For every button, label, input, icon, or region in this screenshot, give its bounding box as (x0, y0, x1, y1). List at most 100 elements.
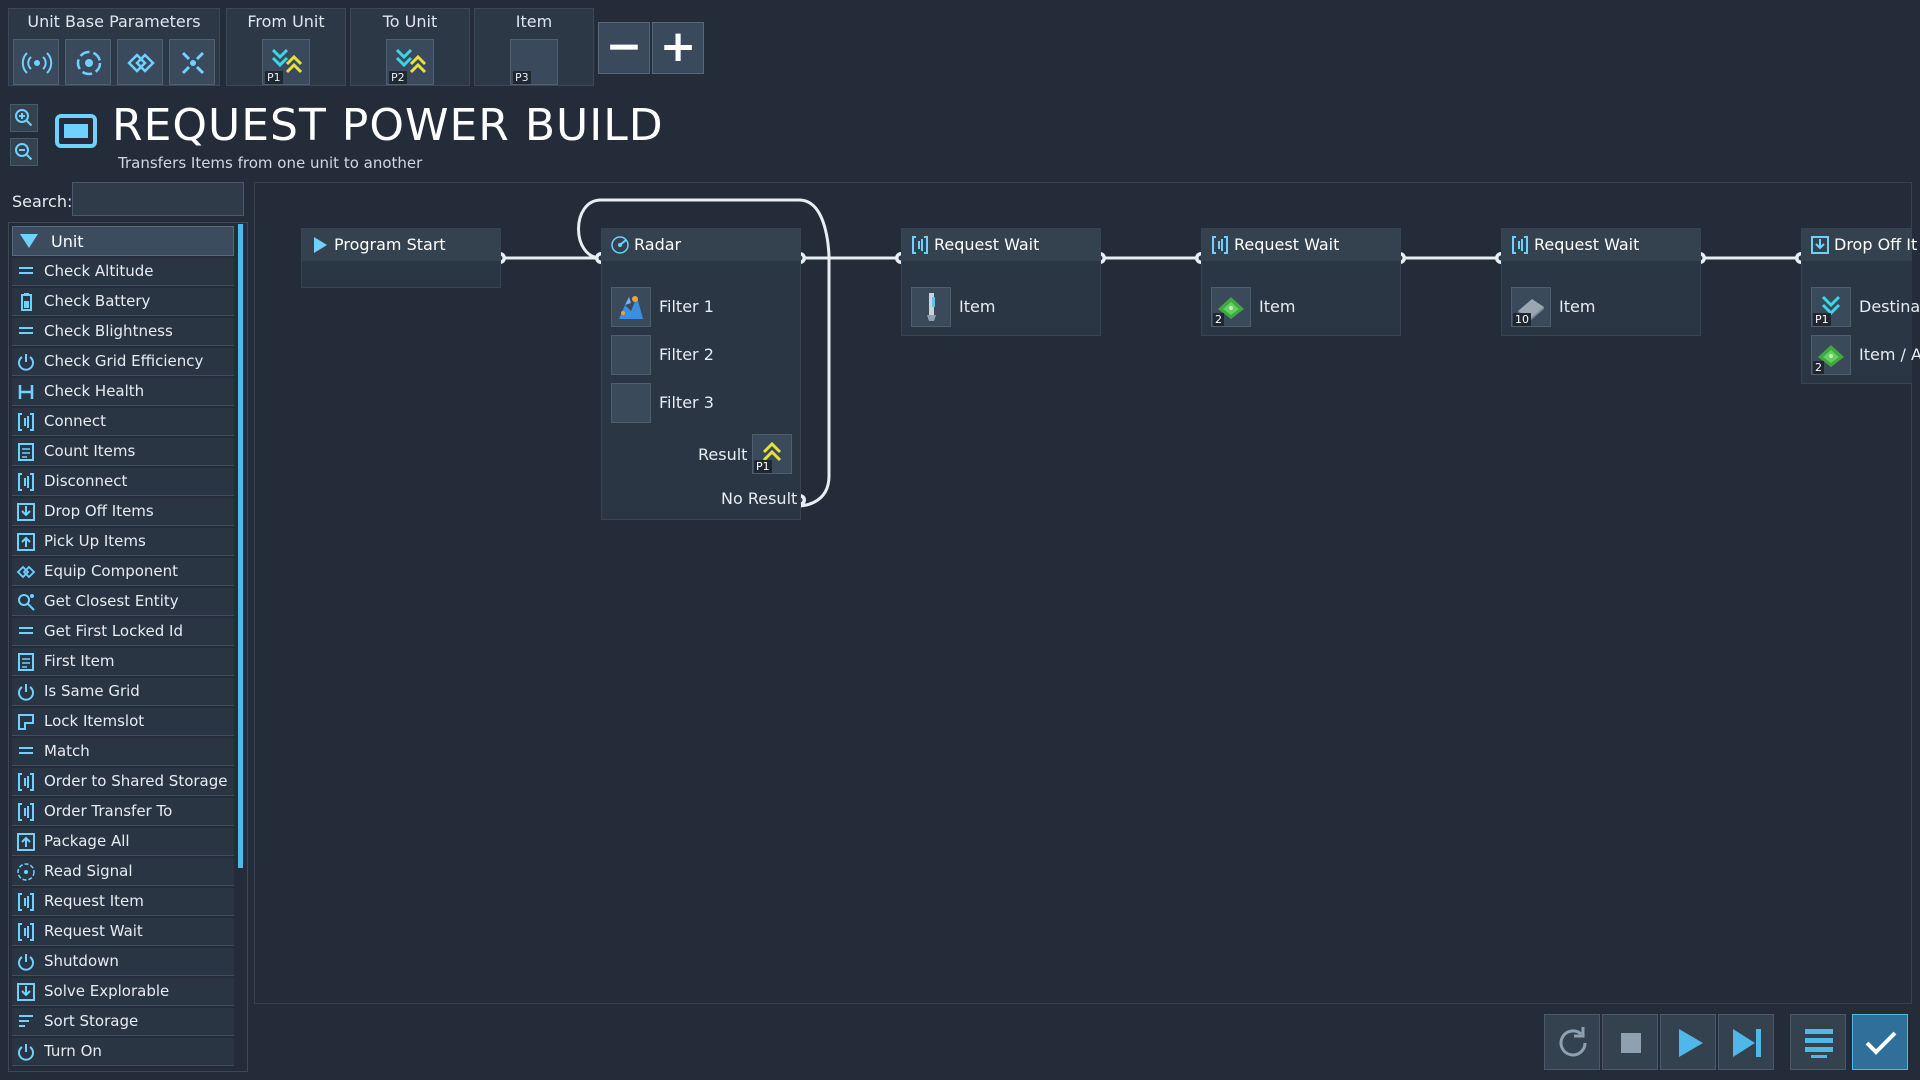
bracket-icon (18, 773, 34, 791)
sidebar-item[interactable]: Sort Storage (12, 1008, 234, 1036)
filter-2-slot[interactable] (611, 335, 651, 375)
equip-icon (16, 565, 36, 579)
node-title: Drop Off It (1834, 235, 1918, 254)
program-canvas[interactable] (254, 182, 1912, 1004)
drop-item-slot[interactable]: 2 (1811, 335, 1851, 375)
sidebar-item-label: Check Grid Efficiency (44, 352, 204, 370)
sidebar-item[interactable]: Lock Itemslot (12, 708, 234, 736)
filter-1-slot[interactable] (611, 287, 651, 327)
scan-param-button[interactable] (65, 39, 111, 85)
radar-icon (611, 236, 629, 254)
zoom-out-button[interactable] (10, 138, 38, 166)
add-parameter-button[interactable]: + (652, 22, 704, 74)
unit-chevrons-icon (395, 48, 427, 74)
from-unit-slot[interactable]: P1 (262, 39, 310, 85)
zoom-in-button[interactable] (10, 104, 38, 132)
sidebar-item-label: Check Blightness (44, 322, 173, 340)
link-param-button[interactable] (117, 39, 163, 85)
drop-item-label: Item / A (1859, 345, 1920, 364)
menu-button[interactable] (1790, 1014, 1846, 1070)
sidebar-item[interactable]: First Item (12, 648, 234, 676)
signal-icon (17, 863, 35, 881)
node-request-wait-1[interactable]: Request Wait Item (901, 228, 1101, 336)
sidebar-item[interactable]: Shutdown (12, 948, 234, 976)
node-program-start[interactable]: Program Start (301, 228, 501, 288)
drop-icon (17, 503, 35, 521)
item-slot[interactable]: P3 (510, 39, 558, 85)
sidebar-item[interactable]: Disconnect (12, 468, 234, 496)
node-request-wait-2[interactable]: Request Wait 2 Item (1201, 228, 1401, 336)
sidebar-item[interactable]: Order to Shared Storage (12, 768, 234, 796)
sidebar-item[interactable]: Turn On (12, 1038, 234, 1066)
sidebar-item[interactable]: Request Item (12, 888, 234, 916)
power-icon (18, 354, 34, 371)
sidebar-item[interactable]: Check Blightness (12, 318, 234, 346)
stop-icon (1621, 1033, 1641, 1053)
circuit-board-icon (1218, 297, 1244, 319)
filter-3-slot[interactable] (611, 383, 651, 423)
sidebar-item[interactable]: Check Battery (12, 288, 234, 316)
destination-slot[interactable]: P1 (1811, 287, 1851, 327)
sidebar-item-label: Drop Off Items (44, 502, 154, 520)
sidebar-item[interactable]: Is Same Grid (12, 678, 234, 706)
bracket-icon (1512, 236, 1528, 254)
entity-icon (18, 594, 35, 611)
sidebar-item[interactable]: Pick Up Items (12, 528, 234, 556)
blue-crystal-icon (619, 296, 643, 319)
filter-3-label: Filter 3 (659, 393, 714, 412)
sidebar-item[interactable]: Drop Off Items (12, 498, 234, 526)
signal-icon (21, 52, 53, 74)
sidebar-item-label: Get Closest Entity (44, 592, 179, 610)
item-slot-3[interactable]: 10 (1511, 287, 1551, 327)
sidebar-item[interactable]: Check Health (12, 378, 234, 406)
remove-parameter-button[interactable]: − (598, 22, 650, 74)
sidebar-item-label: Get First Locked Id (44, 622, 183, 640)
sidebar-item[interactable]: Package All (12, 828, 234, 856)
category-unit[interactable]: Unit (12, 226, 234, 256)
sidebar-item[interactable]: Match (12, 738, 234, 766)
sidebar-item[interactable]: Get First Locked Id (12, 618, 234, 646)
to-unit-parameter: To Unit P2 (350, 8, 470, 86)
from-unit-title: From Unit (247, 12, 325, 31)
sidebar-item[interactable]: Read Signal (12, 858, 234, 886)
node-radar[interactable]: Radar Filter 1 Filter 2 Filter 3 Result … (601, 228, 801, 520)
program-icon (55, 114, 97, 148)
sidebar-item-label: Pick Up Items (44, 532, 146, 550)
to-unit-slot[interactable]: P2 (386, 39, 434, 85)
signal-param-button[interactable] (13, 39, 59, 85)
item-tag: P3 (513, 71, 531, 84)
node-header: Request Wait (902, 229, 1100, 261)
unit-chevrons-icon (271, 48, 303, 74)
reset-button[interactable] (1544, 1014, 1600, 1070)
sidebar-item[interactable]: Check Grid Efficiency (12, 348, 234, 376)
sidebar-item[interactable]: Connect (12, 408, 234, 436)
node-request-wait-3[interactable]: Request Wait 10 Item (1501, 228, 1701, 336)
sidebar-item[interactable]: Order Transfer To (12, 798, 234, 826)
search-input[interactable] (72, 182, 244, 216)
bracket-icon (18, 893, 34, 911)
item-slot-2[interactable]: 2 (1211, 287, 1251, 327)
node-drop-off-items[interactable]: Drop Off It P1 Destina 2 Item / A (1801, 228, 1920, 384)
sidebar-item[interactable]: Check Altitude (12, 258, 234, 286)
bracket-icon (18, 413, 34, 431)
play-button[interactable] (1660, 1014, 1716, 1070)
result-slot[interactable]: P1 (752, 434, 792, 474)
filter-1-label: Filter 1 (659, 297, 714, 316)
reset-icon (1559, 1027, 1587, 1057)
item-slot-1[interactable] (911, 287, 951, 327)
step-button[interactable] (1718, 1014, 1774, 1070)
sidebar-item[interactable]: Count Items (12, 438, 234, 466)
zoom-out-icon (15, 143, 33, 161)
stop-button[interactable] (1602, 1014, 1658, 1070)
sidebar-scrollbar[interactable] (238, 224, 243, 868)
play-icon (314, 237, 327, 253)
sidebar-item[interactable]: Request Wait (12, 918, 234, 946)
list-menu-icon (1805, 1029, 1833, 1058)
sidebar-item-label: Read Signal (44, 862, 133, 880)
sidebar-item[interactable]: Solve Explorable (12, 978, 234, 1006)
sidebar-item[interactable]: Equip Component (12, 558, 234, 586)
spread-param-button[interactable] (169, 39, 215, 85)
to-unit-tag: P2 (389, 71, 407, 84)
confirm-button[interactable] (1852, 1014, 1908, 1070)
sidebar-item[interactable]: Get Closest Entity (12, 588, 234, 616)
